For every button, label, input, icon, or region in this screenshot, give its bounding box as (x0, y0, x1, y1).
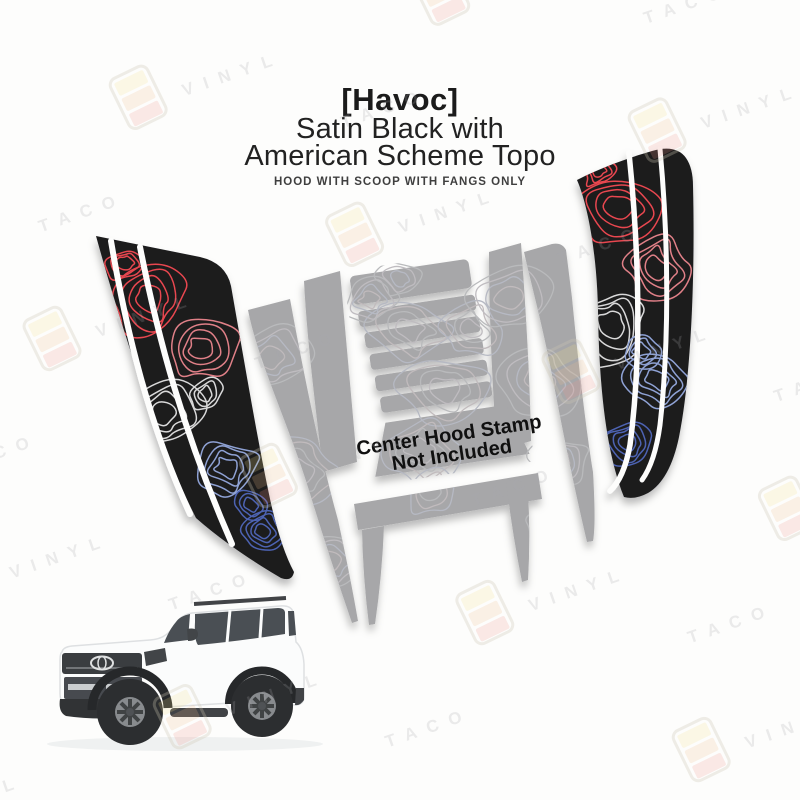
topo-contour-line (389, 270, 410, 288)
topo-contour-line (177, 323, 230, 373)
rear-lower-trim (295, 688, 304, 706)
topo-contour-line (402, 437, 437, 464)
topo-contour-line (485, 276, 534, 316)
topo-contour-line (248, 323, 316, 387)
topo-contour-line (110, 252, 141, 277)
topo-contour-line (213, 456, 238, 481)
right-fang-decal (506, 477, 530, 582)
topo-contour-line (506, 352, 575, 411)
left-blade-decal (96, 236, 294, 580)
front-wheel (97, 679, 163, 745)
topo-contour-line (196, 441, 261, 498)
topo-contour-line (357, 290, 381, 310)
topo-contour-line (410, 466, 455, 515)
topo-contour-line (459, 318, 483, 339)
product-title: [Havoc] (341, 82, 459, 117)
right-blade-stripe-gaps (607, 146, 670, 494)
topo-contour-line (602, 195, 635, 220)
topo-contour-line (395, 318, 426, 344)
topo-contour-line (128, 274, 169, 323)
topo-contour-line (605, 424, 647, 464)
variant-note: HOOD WITH SCOOP WITH FANGS ONLY (273, 176, 527, 188)
topo-contour-line (535, 508, 554, 531)
topo-contour-line (111, 263, 188, 339)
topo-contour-line (245, 512, 282, 548)
topo-contour-line (415, 471, 448, 510)
topo-contour-line (381, 265, 416, 293)
topo-contour-line (248, 328, 306, 383)
topo-contour-line (375, 305, 447, 359)
topo-contour-line (525, 500, 568, 542)
topo-contour-line (437, 299, 503, 356)
topo-contour-line (171, 318, 241, 378)
side-mirror (187, 628, 198, 641)
product-subtitle-line1: Satin Black with (296, 113, 504, 145)
topo-contour-line (549, 450, 571, 470)
topo-contour-line (495, 347, 582, 418)
topo-contour-line (428, 377, 461, 405)
topo-contour-line (206, 449, 245, 487)
topo-contour-line (233, 489, 269, 522)
vehicle-photo (47, 596, 323, 751)
window-pillars (225, 607, 264, 644)
topo-contour-line (188, 376, 224, 411)
topo-contour-line (637, 362, 678, 399)
left-fang-decal (362, 526, 384, 625)
topo-contour-line (419, 369, 471, 413)
topo-contour-line (445, 304, 498, 350)
topo-contour-line (187, 337, 214, 360)
toyota-emblem-inner-icon (97, 655, 107, 671)
topo-contour-line (638, 244, 678, 289)
left-blade-stripe-gaps (108, 238, 235, 547)
running-board (170, 708, 228, 717)
header-block: [Havoc] Satin Black with American Scheme… (0, 82, 800, 189)
headlight (144, 648, 167, 666)
topo-contour-line (349, 279, 395, 320)
topo-contour-line (617, 433, 637, 452)
topo-contour-line (242, 496, 260, 513)
topo-contour-line (253, 523, 272, 540)
roof-rails (193, 596, 287, 606)
left-blade-topo-contours (104, 250, 287, 551)
topo-contour-line (238, 492, 264, 518)
topo-contour-line (248, 334, 296, 377)
topo-contour-line (351, 283, 388, 315)
topo-contour-line (585, 184, 655, 238)
topo-contour-line (624, 334, 663, 370)
topo-contour-line (182, 329, 222, 366)
topo-contour-line (631, 341, 652, 360)
topo-contour-line (104, 250, 145, 281)
topo-contour-line (628, 337, 658, 366)
fascia-trim-left (68, 684, 98, 690)
topo-contour-line (363, 301, 455, 364)
front-fender-flare (87, 666, 173, 711)
quarter-window (288, 611, 296, 636)
topo-contour-line (644, 369, 670, 392)
topo-contour-line (373, 262, 423, 297)
topo-contour-line (239, 509, 287, 551)
vehicle-ground-shadow (47, 737, 323, 751)
topo-contour-line (197, 384, 213, 403)
topo-contour-line (530, 504, 560, 537)
rear-wheel (231, 675, 293, 737)
topo-contour-line (393, 360, 492, 427)
windshield (164, 614, 190, 643)
topo-contour-line (493, 285, 525, 310)
topo-contour-line (395, 427, 447, 472)
topo-contour-line (389, 421, 456, 481)
topo-contour-line (406, 364, 481, 422)
center-stamp-plate (375, 404, 530, 477)
product-subtitle-line2: American Scheme Topo (244, 140, 556, 172)
topo-contour-line (250, 517, 277, 544)
topo-contour-line (596, 310, 625, 340)
topo-contour-line (454, 309, 491, 344)
topo-contour-line (193, 380, 218, 408)
rear-fender-flare (224, 666, 299, 705)
topo-contour-line (387, 310, 437, 351)
